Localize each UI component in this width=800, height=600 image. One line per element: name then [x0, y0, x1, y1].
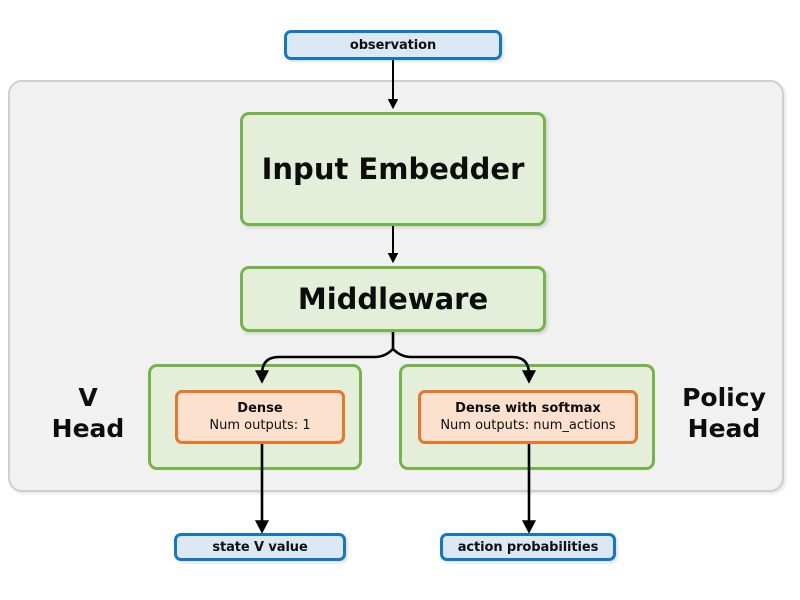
node-state-v-value[interactable]: state V value [174, 533, 346, 561]
node-dense-policy-subtitle: Num outputs: num_actions [440, 418, 616, 433]
node-observation[interactable]: observation [284, 30, 502, 60]
head-label-policy: Policy Head [664, 382, 784, 444]
node-dense-v-subtitle: Num outputs: 1 [209, 418, 311, 433]
node-input-embedder[interactable]: Input Embedder [240, 112, 546, 226]
node-middleware[interactable]: Middleware [240, 266, 546, 332]
node-dense-v-title: Dense [237, 401, 283, 416]
node-dense-v[interactable]: Dense Num outputs: 1 [175, 390, 345, 444]
node-observation-label: observation [349, 37, 437, 53]
node-input-embedder-label: Input Embedder [261, 152, 525, 186]
head-label-v: V Head [36, 382, 140, 444]
node-dense-policy-title: Dense with softmax [455, 401, 601, 416]
head-label-policy-line2: Head [687, 414, 761, 443]
node-dense-policy[interactable]: Dense with softmax Num outputs: num_acti… [418, 390, 638, 444]
node-state-v-value-label: state V value [212, 539, 308, 555]
head-label-v-line2: Head [51, 414, 125, 443]
node-action-probabilities-label: action probabilities [457, 539, 599, 555]
head-label-policy-line1: Policy [682, 383, 766, 412]
head-label-v-line1: V [78, 383, 98, 412]
node-action-probabilities[interactable]: action probabilities [440, 533, 616, 561]
node-middleware-label: Middleware [297, 282, 489, 316]
